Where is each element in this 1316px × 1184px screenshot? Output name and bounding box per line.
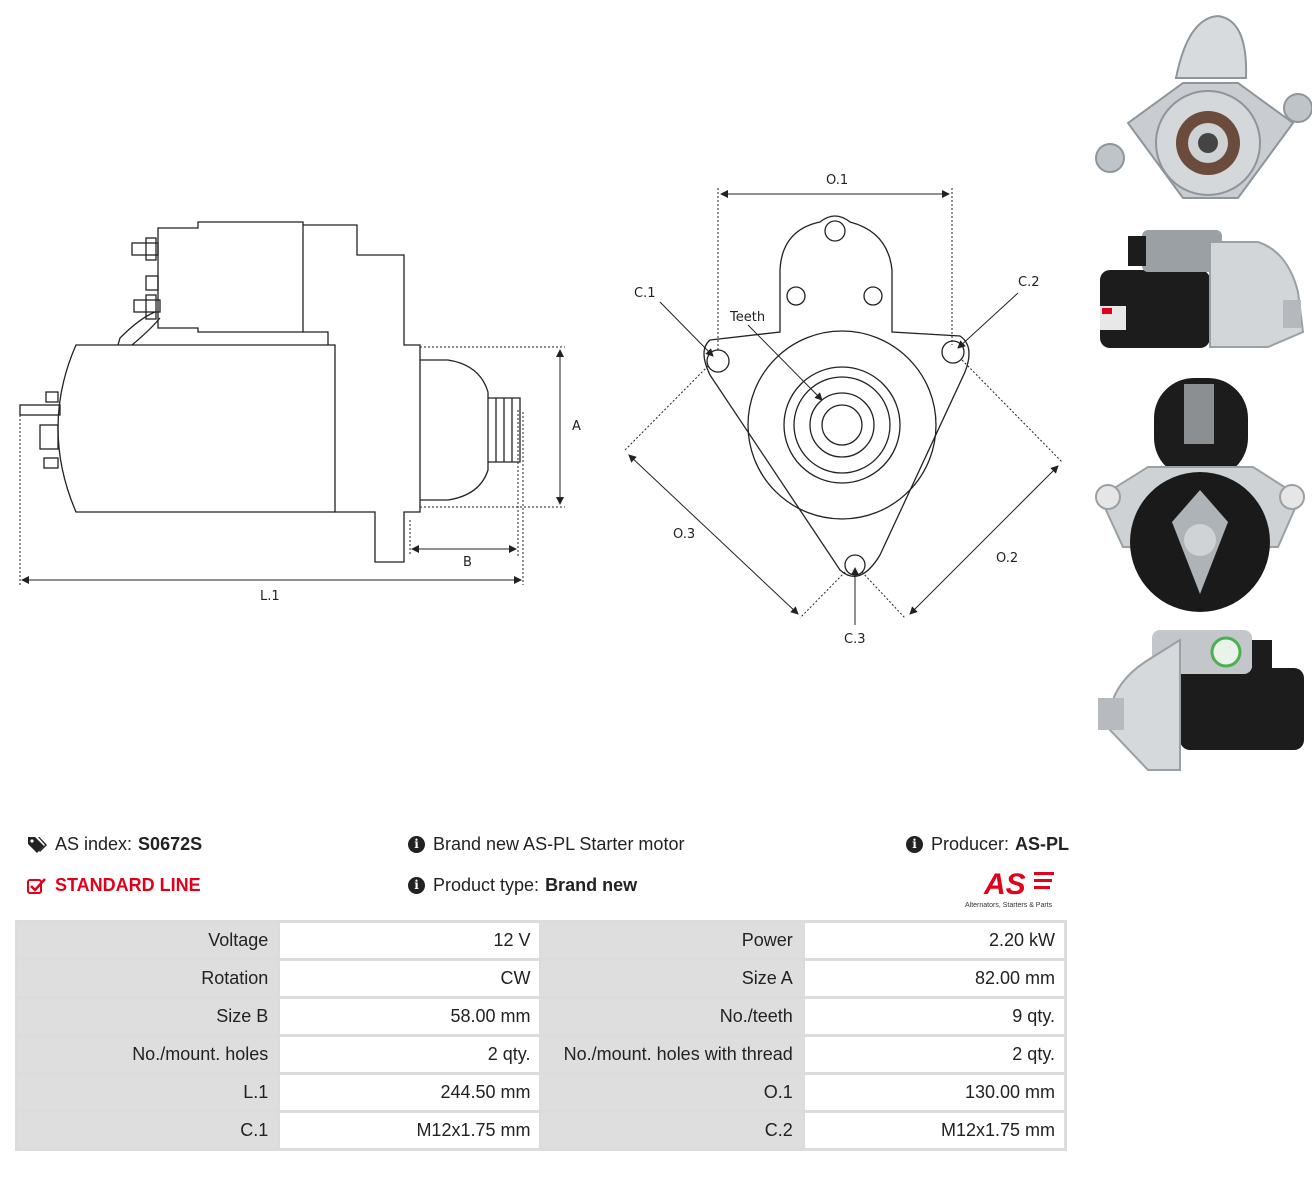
- product-info: AS index: S0672S STANDARD LINE i Brand n…: [0, 820, 1080, 920]
- spec-label: Voltage: [14, 920, 281, 961]
- dim-label-c3: C.3: [844, 632, 865, 647]
- spec-value: CW: [277, 958, 543, 999]
- dim-label-teeth: Teeth: [729, 310, 765, 325]
- spec-label: Power: [539, 920, 805, 961]
- front-view: [703, 215, 970, 577]
- mount-hole-c2: [941, 340, 965, 364]
- dim-label-c1: C.1: [634, 286, 655, 301]
- product-photos: [1084, 0, 1316, 800]
- nose-housing: [420, 359, 489, 501]
- spec-label: Size B: [14, 996, 281, 1037]
- spec-value: 2 qty.: [277, 1034, 543, 1075]
- spec-value: 12 V: [277, 920, 543, 961]
- front-dimensions: [624, 188, 1063, 625]
- as-pl-logo: AS Alternators, Starters & Parts: [965, 868, 1054, 909]
- as-index: AS index: S0672S: [27, 834, 202, 855]
- motor-body: [57, 344, 336, 513]
- dim-label-l1: L.1: [260, 589, 280, 604]
- dim-label-o3: O.3: [673, 527, 695, 542]
- as-index-value: S0672S: [138, 834, 203, 854]
- product-type-value: Brand new: [545, 875, 638, 895]
- starter-rear-photo: [1095, 378, 1305, 612]
- producer-value: AS-PL: [1015, 834, 1070, 854]
- spec-label: C.1: [14, 1110, 281, 1151]
- dim-label-o1: O.1: [826, 173, 848, 188]
- dim-label-a: A: [572, 419, 581, 434]
- product-type: i Product type: Brand new: [408, 875, 637, 896]
- svg-text:Alternators, Starters & Parts: Alternators, Starters & Parts: [965, 902, 1053, 909]
- starter-angle-photo: [1098, 630, 1304, 771]
- technical-drawing: A B L.1: [19, 173, 1063, 647]
- spec-label: No./mount. holes: [14, 1034, 281, 1075]
- mount-flange: [703, 215, 970, 577]
- spec-label: C.2: [539, 1110, 805, 1151]
- spec-label: L.1: [14, 1072, 281, 1113]
- dim-label-c2: C.2: [1018, 275, 1039, 290]
- spec-value: 9 qty.: [801, 996, 1068, 1037]
- spec-label: O.1: [539, 1072, 805, 1113]
- spec-value: M12x1.75 mm: [277, 1110, 543, 1151]
- spec-value: 2.20 kW: [801, 920, 1068, 961]
- product-description: i Brand new AS-PL Starter motor: [408, 834, 684, 855]
- spec-value: 82.00 mm: [801, 958, 1068, 999]
- standard-line-label: STANDARD LINE: [55, 875, 201, 895]
- side-dimensions: [19, 346, 565, 585]
- product-type-label: Product type:: [433, 875, 540, 895]
- solenoid: [157, 221, 304, 333]
- svg-text:AS: AS: [983, 868, 1026, 901]
- side-view: [19, 221, 521, 563]
- starter-side-photo: [1100, 230, 1305, 348]
- spec-label: No./teeth: [539, 996, 805, 1037]
- starter-drawing-svg: A B L.1: [19, 173, 1063, 647]
- spec-value: M12x1.75 mm: [801, 1110, 1068, 1151]
- standard-line: STANDARD LINE: [27, 875, 201, 896]
- pinion-gear: [809, 392, 875, 458]
- rear-bolt: [19, 404, 61, 416]
- spec-value: 58.00 mm: [277, 996, 543, 1037]
- tags-icon: [28, 836, 47, 853]
- check-square-icon: [27, 878, 46, 894]
- spec-value: 2 qty.: [801, 1034, 1068, 1075]
- as-index-label: AS index:: [55, 834, 133, 854]
- dim-label-b: B: [463, 555, 472, 570]
- spec-value: 130.00 mm: [801, 1072, 1068, 1113]
- spec-label: Size A: [539, 958, 805, 999]
- description-text: Brand new AS-PL Starter motor: [433, 834, 685, 854]
- drive-housing: [303, 224, 421, 563]
- info-icon: i: [906, 836, 923, 853]
- info-icon: i: [408, 836, 425, 853]
- bolt-hole-top: [824, 220, 846, 242]
- producer: i Producer: AS-PL: [906, 834, 1069, 855]
- info-icon: i: [408, 877, 425, 894]
- terminal-top: [131, 242, 159, 256]
- spec-value: 244.50 mm: [277, 1072, 543, 1113]
- flange-circle: [747, 330, 937, 520]
- spec-label: No./mount. holes with thread: [539, 1034, 805, 1075]
- spec-label: Rotation: [14, 958, 281, 999]
- starter-front-flange-photo: [1095, 14, 1312, 199]
- producer-label: Producer:: [931, 834, 1010, 854]
- dim-label-o2: O.2: [996, 551, 1018, 566]
